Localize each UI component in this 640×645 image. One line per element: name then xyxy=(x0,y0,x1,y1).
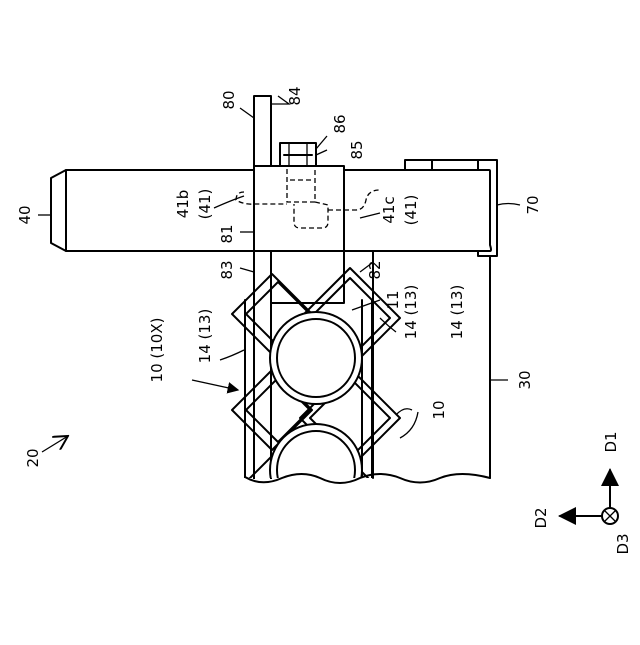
direction-indicator xyxy=(560,470,618,524)
label-20: 20 xyxy=(24,448,42,467)
label-80: 80 xyxy=(220,90,238,109)
frame-30 xyxy=(373,237,490,478)
label-70: 70 xyxy=(524,195,542,214)
label-14-13-left: 14 (13) xyxy=(196,309,214,364)
label-86: 86 xyxy=(331,114,349,133)
label-41c: 41c xyxy=(380,196,398,223)
label-11: 11 xyxy=(384,290,402,309)
label-D3: D3 xyxy=(614,533,632,554)
label-84: 84 xyxy=(286,86,304,105)
label-14-13-mid: 14 (13) xyxy=(448,285,466,340)
label-D1: D1 xyxy=(602,431,620,452)
label-30: 30 xyxy=(516,370,534,389)
label-41c-sub: (41) xyxy=(402,195,420,226)
label-14-13-right: 14 (13) xyxy=(402,285,420,340)
label-10-10X: 10 (10X) xyxy=(148,318,166,383)
label-40: 40 xyxy=(16,205,34,224)
label-81: 81 xyxy=(218,224,236,243)
break-line xyxy=(230,474,500,509)
label-10: 10 xyxy=(430,400,448,419)
label-83: 83 xyxy=(218,260,236,279)
label-41b: 41b xyxy=(174,190,192,219)
bolt-85-nut-86 xyxy=(276,143,320,166)
label-D2: D2 xyxy=(532,507,550,528)
label-85: 85 xyxy=(348,140,366,159)
label-41b-sub: (41) xyxy=(196,189,214,220)
label-82: 82 xyxy=(366,260,384,279)
